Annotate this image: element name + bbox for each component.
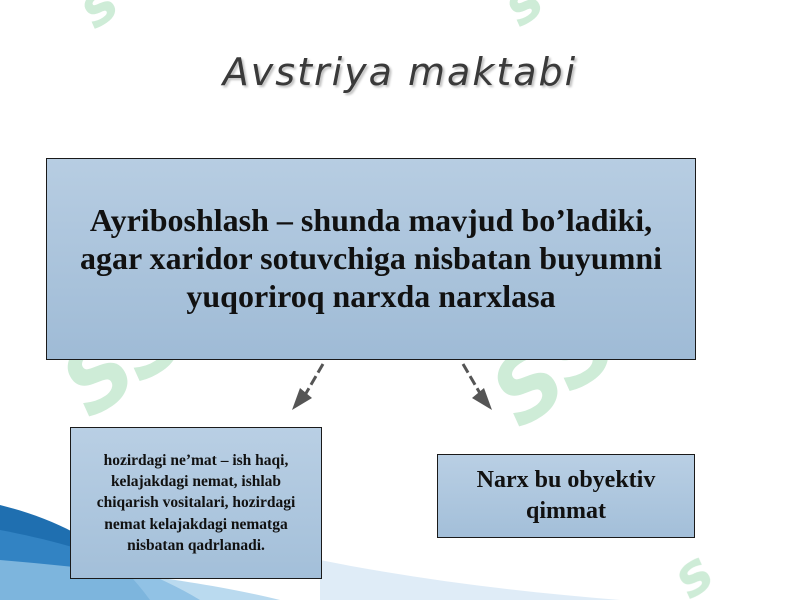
slide-title: Avstriya maktabi bbox=[222, 50, 578, 94]
svg-text:s: s bbox=[661, 539, 726, 600]
arrow-left-shaft bbox=[303, 363, 325, 396]
right-detail-box: Narx bu obyektiv qimmat bbox=[437, 454, 695, 538]
arrow-right-shaft bbox=[461, 363, 483, 396]
right-detail-text: Narx bu obyektiv qimmat bbox=[476, 466, 656, 524]
main-definition-box: Ayriboshlash – shunda mavjud bo’ladiki, … bbox=[46, 158, 696, 360]
left-detail-text: hozirdagi ne’mat – ish haqi, kelajakdagi… bbox=[96, 451, 296, 555]
svg-text:s: s bbox=[491, 0, 556, 39]
left-detail-box: hozirdagi ne’mat – ish haqi, kelajakdagi… bbox=[70, 427, 322, 579]
arrow-right-head bbox=[472, 388, 492, 410]
svg-text:s: s bbox=[66, 0, 131, 41]
main-definition-text: Ayriboshlash – shunda mavjud bo’ladiki, … bbox=[79, 202, 663, 314]
arrow-left-head bbox=[292, 388, 312, 410]
